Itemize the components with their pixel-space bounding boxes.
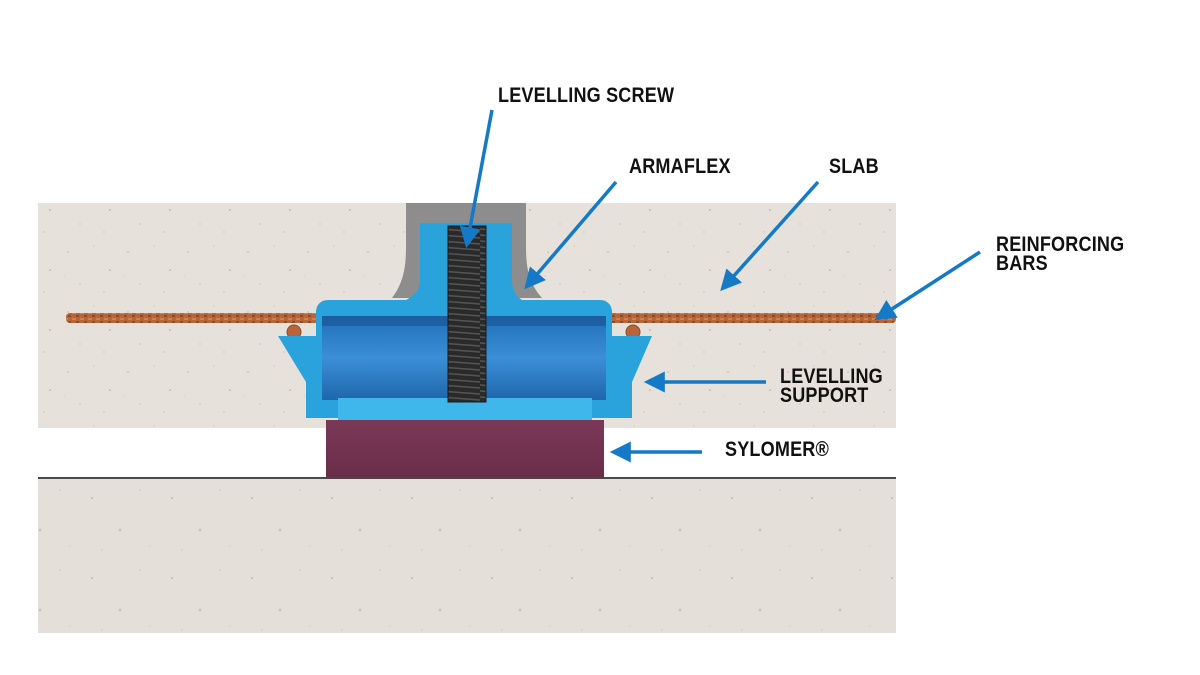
sylomer-pad [326, 420, 604, 478]
label-reinforcing-bars: REINFORCING BARS [996, 233, 1145, 275]
label-armaflex: ARMAFLEX [629, 155, 747, 178]
arrow-slab [720, 180, 820, 292]
label-slab: SLAB [829, 155, 887, 178]
levelling-screw [448, 226, 486, 402]
arrow-levelling-screw [459, 109, 494, 249]
label-armaflex-text: ARMAFLEX [629, 155, 731, 178]
label-levelling-support-line1: LEVELLING [780, 365, 883, 388]
label-levelling-support: LEVELLING SUPPORT [780, 365, 900, 407]
label-levelling-support-line2: SUPPORT [780, 384, 869, 407]
base-floor-slab [38, 478, 896, 633]
label-reinforcing-bars-line1: REINFORCING [996, 233, 1125, 256]
arrow-armaflex [524, 180, 618, 290]
levelling-support-plate [338, 398, 592, 420]
arrow-reinforcing-bars [874, 250, 981, 321]
label-slab-text: SLAB [829, 155, 879, 178]
label-levelling-screw: LEVELLING SCREW [498, 84, 703, 107]
label-sylomer-text: SYLOMER® [725, 438, 829, 461]
label-sylomer: SYLOMER® [725, 438, 846, 461]
reinforcing-bar-right [604, 313, 896, 323]
reinforcing-bar-left [66, 313, 320, 323]
label-levelling-screw-text: LEVELLING SCREW [498, 84, 675, 107]
label-reinforcing-bars-line2: BARS [996, 252, 1048, 275]
